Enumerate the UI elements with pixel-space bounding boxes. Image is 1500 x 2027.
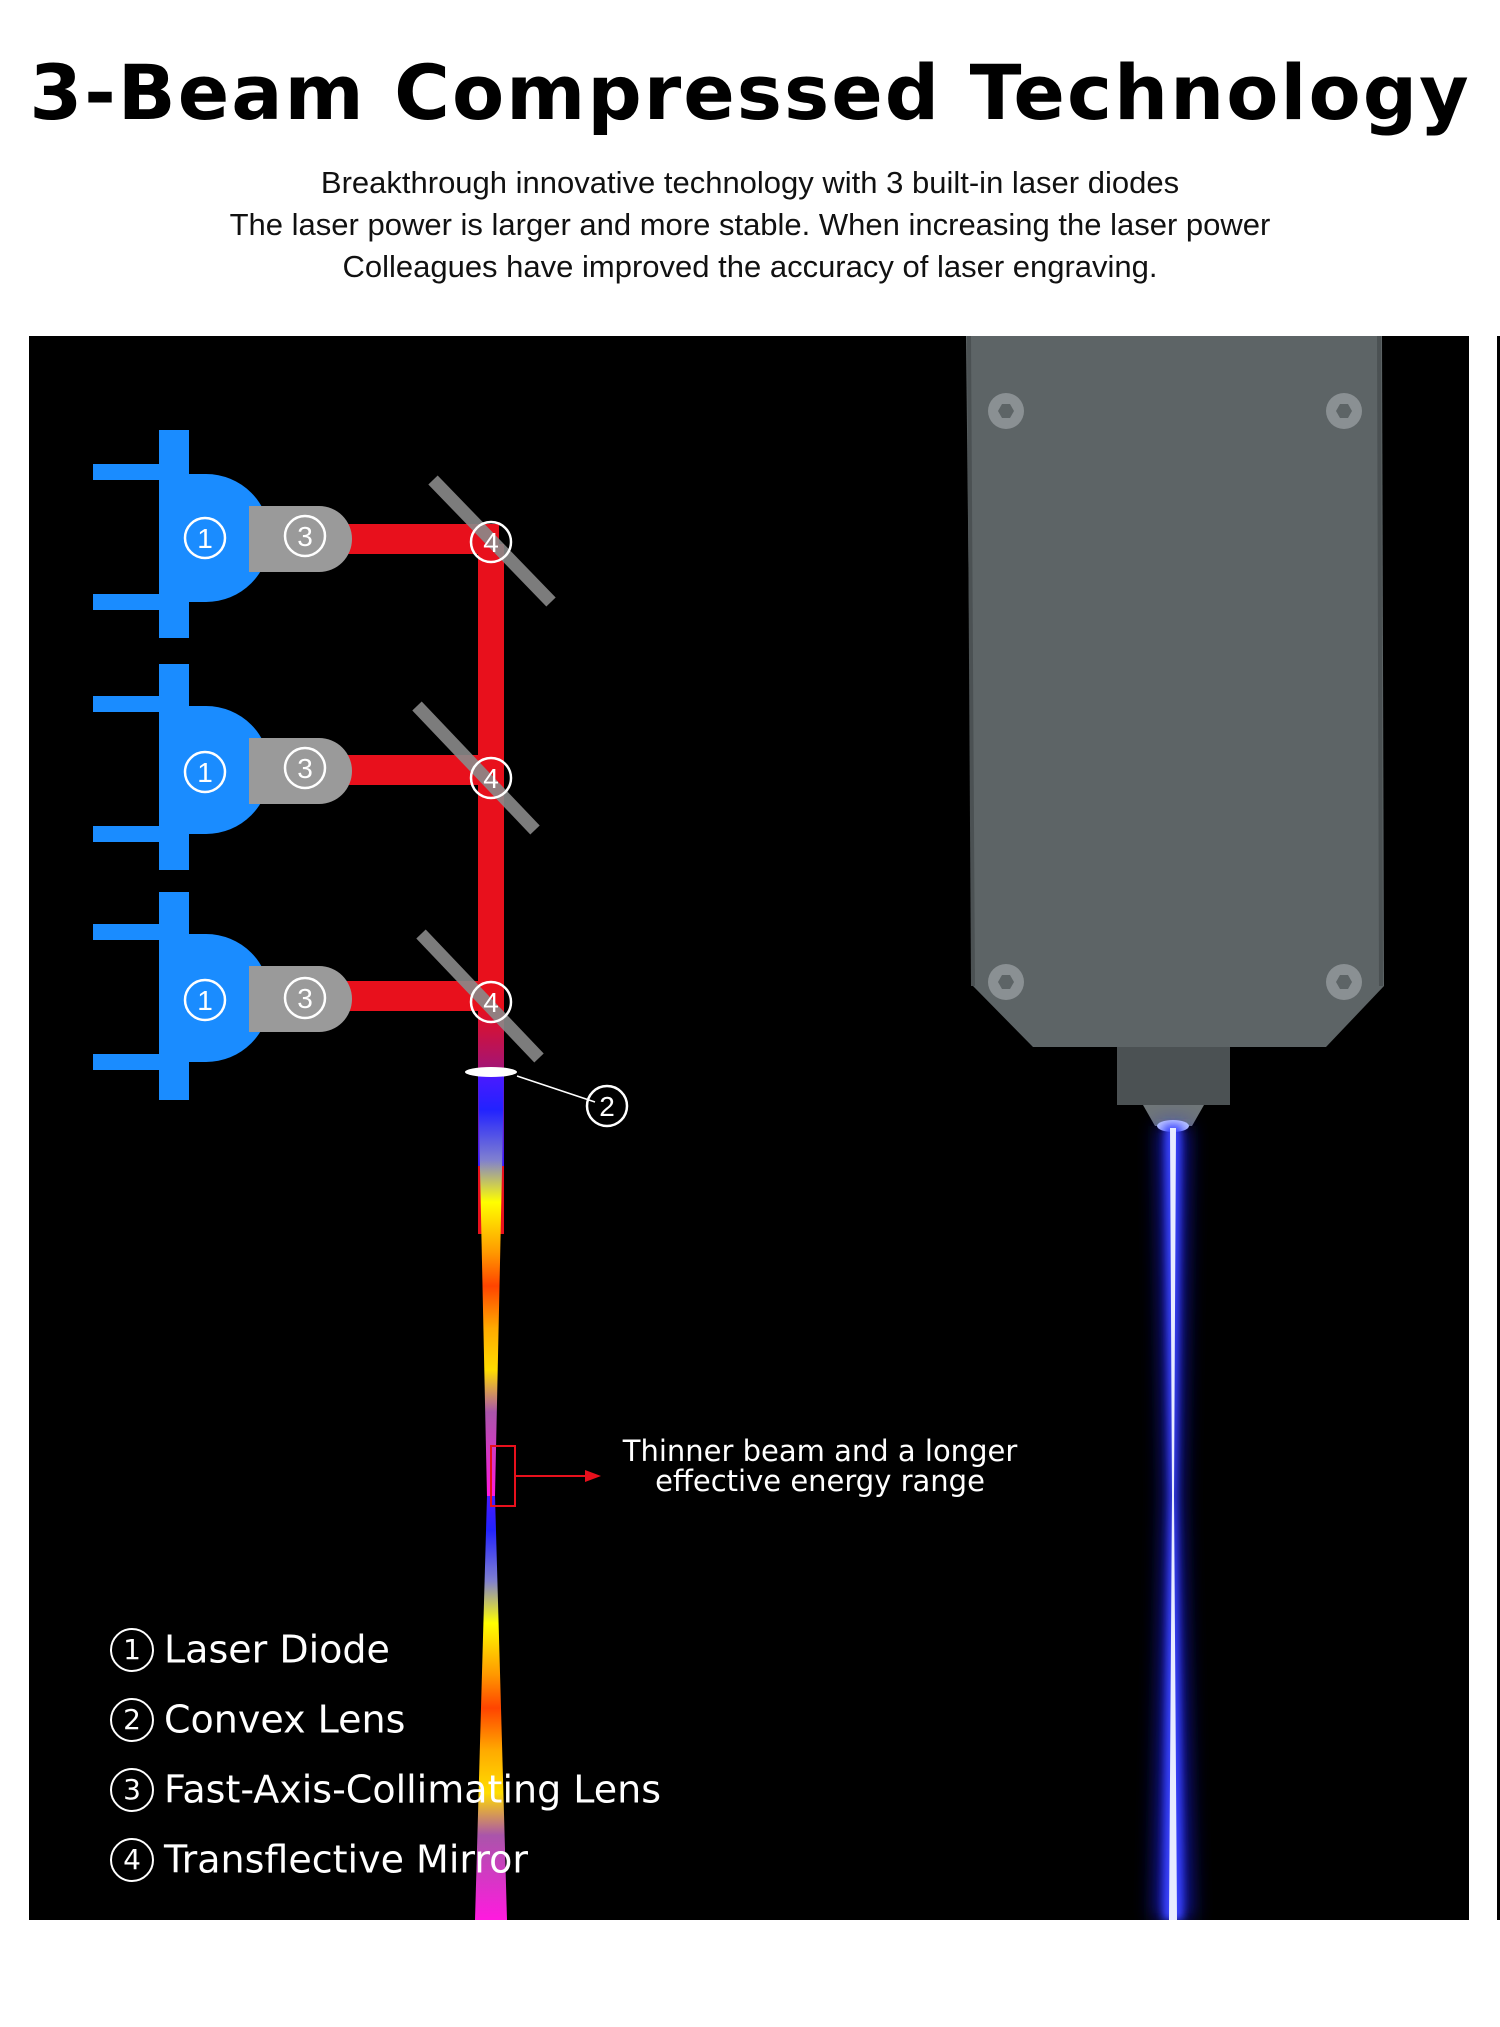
screw-icon [988, 393, 1024, 429]
diode-marker-3: 1 [183, 978, 227, 1022]
legend-number: 1 [110, 1627, 154, 1672]
laser-diode-group-3 [93, 892, 352, 1100]
transflective-mirror-1 [428, 475, 556, 607]
diode-pin-top [93, 924, 165, 940]
module-housing [966, 336, 1384, 1047]
collimating-marker-text: 3 [297, 753, 313, 784]
mirror-marker-1: 4 [469, 520, 513, 564]
diode-marker-2: 1 [183, 750, 227, 794]
diverging-beam [475, 1496, 507, 1920]
mirror-marker-text: 4 [483, 527, 499, 558]
collimating-marker-3: 3 [283, 976, 327, 1020]
diode-marker-text: 1 [197, 523, 213, 554]
laser-diagram: 1 1 1 3 3 3 4 4 4 2 [93, 336, 1384, 1920]
diode-body [184, 706, 270, 834]
transflective-mirror-3 [416, 929, 544, 1063]
subtitle-line: The laser power is larger and more stabl… [229, 207, 1271, 242]
legend-label: Transflective Mirror [164, 1837, 528, 1882]
collimating-lens-body [249, 738, 352, 804]
mirror-marker-2: 4 [469, 756, 513, 800]
diode-pin-top [93, 464, 165, 480]
convex-lens [465, 1067, 517, 1077]
edge-line [1497, 336, 1500, 1920]
legend-number: 3 [110, 1767, 154, 1812]
legend-label: Laser Diode [164, 1627, 390, 1672]
laser-diode-group-2 [93, 664, 352, 870]
diode-pin-bottom [93, 1054, 165, 1070]
screw-icon [1326, 964, 1362, 1000]
beam-annotation: Thinner beam and a longer effective ener… [590, 1436, 1050, 1496]
legend-number: 4 [110, 1837, 154, 1882]
legend-number: 2 [110, 1697, 154, 1742]
lens-marker: 2 [585, 1084, 629, 1128]
screw-icon [988, 964, 1024, 1000]
collimating-marker-1: 3 [283, 514, 327, 558]
module-edge-left [967, 336, 975, 987]
collimating-lens-body [249, 966, 352, 1032]
diode-pin-top [93, 696, 165, 712]
annotation-line: Thinner beam and a longer [622, 1434, 1018, 1468]
output-laser-beam [1155, 1126, 1191, 1920]
diode-body [184, 934, 270, 1062]
module-edge-right [1377, 336, 1383, 987]
diode-marker-text: 1 [197, 757, 213, 788]
module-nozzle [1117, 1047, 1230, 1105]
diode-pin-bottom [93, 594, 165, 610]
laser-module [966, 336, 1384, 1132]
screw-icon [1326, 393, 1362, 429]
subtitle: Breakthrough innovative technology with … [0, 162, 1500, 288]
mirror-marker-text: 4 [483, 987, 499, 1018]
mirror-marker-3: 4 [469, 980, 513, 1024]
collimating-marker-2: 3 [283, 746, 327, 790]
legend-label: Convex Lens [164, 1697, 406, 1742]
subtitle-line: Colleagues have improved the accuracy of… [342, 249, 1158, 284]
diode-marker-1: 1 [183, 516, 227, 560]
annotation-line: effective energy range [655, 1464, 985, 1498]
lens-marker-text: 2 [599, 1091, 615, 1122]
diode-pin-bottom [93, 826, 165, 842]
nozzle-tip [1143, 1105, 1204, 1126]
transflective-mirror-2 [412, 701, 540, 835]
annotation-arrow-head [585, 1470, 601, 1482]
collimating-marker-text: 3 [297, 983, 313, 1014]
focused-beam [478, 1076, 504, 1496]
laser-diode-group-1 [93, 430, 352, 638]
subtitle-line: Breakthrough innovative technology with … [320, 165, 1180, 200]
collimating-lens-body [249, 506, 352, 572]
lens-pointer-line [516, 1075, 596, 1103]
collimating-marker-text: 3 [297, 521, 313, 552]
diode-marker-text: 1 [197, 985, 213, 1016]
diode-body [184, 474, 270, 602]
page-title: 3-Beam Compressed Technology [29, 48, 1471, 137]
legend-label: Fast-Axis-Collimating Lens [164, 1767, 662, 1812]
mirror-marker-text: 4 [483, 763, 499, 794]
